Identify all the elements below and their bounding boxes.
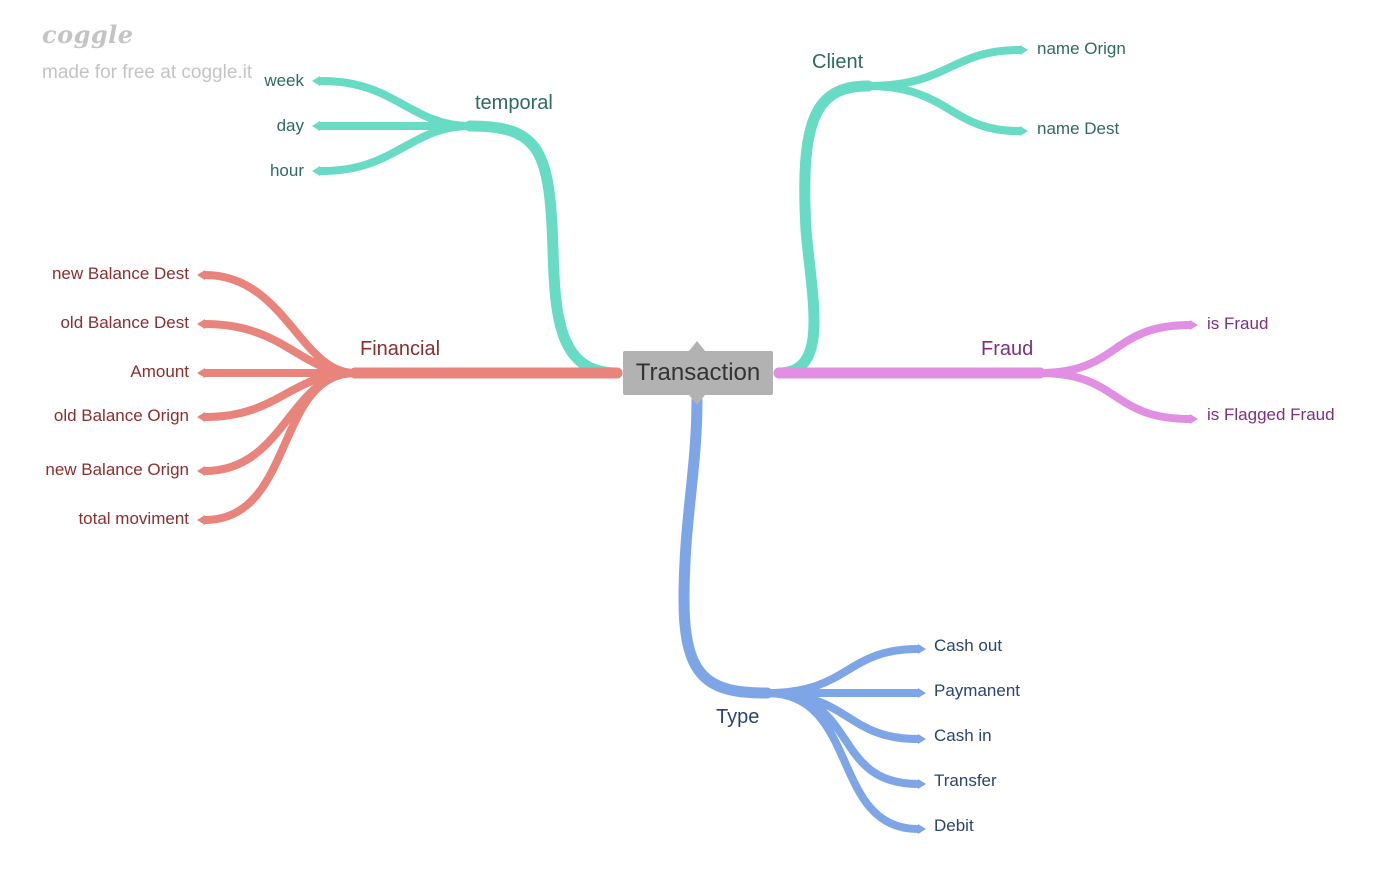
tip-new-balance-dest — [197, 270, 205, 280]
branch-temporal-connectors — [316, 76, 623, 379]
connector-temporal-hour — [316, 122, 474, 176]
connector-center-client — [773, 80, 874, 379]
coggle-logo: coggle — [42, 20, 134, 49]
center-tip-top — [689, 341, 705, 351]
connector-fraud-is-fraud — [1036, 321, 1194, 377]
connector-type-debit — [763, 689, 922, 833]
connector-center-type — [678, 394, 773, 699]
tip-is-flagged-fraud — [1190, 414, 1198, 424]
node-is-fraud[interactable]: is Fraud — [1207, 314, 1269, 333]
tip-paymanent — [918, 688, 926, 698]
node-fraud[interactable]: Fraud — [981, 338, 1034, 360]
node-type[interactable]: Type — [716, 706, 760, 728]
node-cash-out[interactable]: Cash out — [934, 636, 1003, 655]
node-new-balance-orign[interactable]: new Balance Orign — [45, 460, 189, 479]
branch-client-connectors — [773, 46, 1024, 379]
center-node-transaction[interactable]: Transaction — [623, 351, 773, 395]
branch-financial-connectors — [201, 271, 623, 524]
node-week[interactable]: week — [264, 71, 304, 90]
tip-name-orign — [1020, 45, 1028, 55]
node-client[interactable]: Client — [812, 51, 864, 73]
tip-old-balance-dest — [197, 319, 205, 329]
branch-tips — [197, 45, 1198, 834]
tip-debit — [918, 824, 926, 834]
node-cash-in[interactable]: Cash in — [934, 726, 992, 745]
tip-amount — [197, 368, 205, 378]
node-name-dest[interactable]: name Dest — [1037, 119, 1120, 138]
tip-total-moviment — [197, 515, 205, 525]
node-financial[interactable]: Financial — [360, 338, 441, 360]
tip-cash-out — [918, 644, 926, 654]
node-paymanent[interactable]: Paymanent — [934, 681, 1020, 700]
tip-day — [312, 121, 320, 131]
node-name-orign[interactable]: name Orign — [1037, 39, 1126, 58]
node-amount[interactable]: Amount — [130, 362, 189, 381]
node-hour[interactable]: hour — [269, 161, 304, 180]
coggle-tagline: made for free at coggle.it — [42, 62, 253, 83]
tip-week — [312, 76, 320, 86]
node-transfer[interactable]: Transfer — [934, 771, 997, 790]
tip-name-dest — [1020, 126, 1028, 136]
tip-is-fraud — [1190, 320, 1198, 330]
connector-client-name-dest — [864, 82, 1024, 136]
center-tip-bottom — [689, 395, 705, 405]
connector-client-name-orign — [864, 46, 1024, 90]
node-is-flagged-fraud[interactable]: is Flagged Fraud — [1207, 405, 1335, 424]
connector-fraud-is-flagged-fraud — [1036, 369, 1194, 423]
node-new-balance-dest[interactable]: new Balance Dest — [51, 264, 189, 283]
branch-type-connectors — [678, 394, 922, 833]
node-debit[interactable]: Debit — [934, 816, 974, 835]
tip-new-balance-orign — [197, 466, 205, 476]
connector-financial-total-moviment — [201, 369, 359, 524]
node-old-balance-dest[interactable]: old Balance Dest — [60, 313, 189, 332]
connector-center-temporal — [464, 120, 623, 379]
node-temporal[interactable]: temporal — [475, 92, 553, 114]
tip-old-balance-orign — [197, 412, 205, 422]
branch-fraud-connectors — [773, 321, 1194, 423]
node-old-balance-orign[interactable]: old Balance Orign — [53, 406, 189, 425]
node-total-moviment[interactable]: total moviment — [78, 509, 189, 528]
tip-hour — [312, 166, 320, 176]
connector-temporal-week — [316, 76, 474, 130]
connector-type-cash-out — [763, 645, 922, 697]
node-day[interactable]: day — [276, 116, 304, 135]
tip-transfer — [918, 779, 926, 789]
tip-cash-in — [918, 734, 926, 744]
